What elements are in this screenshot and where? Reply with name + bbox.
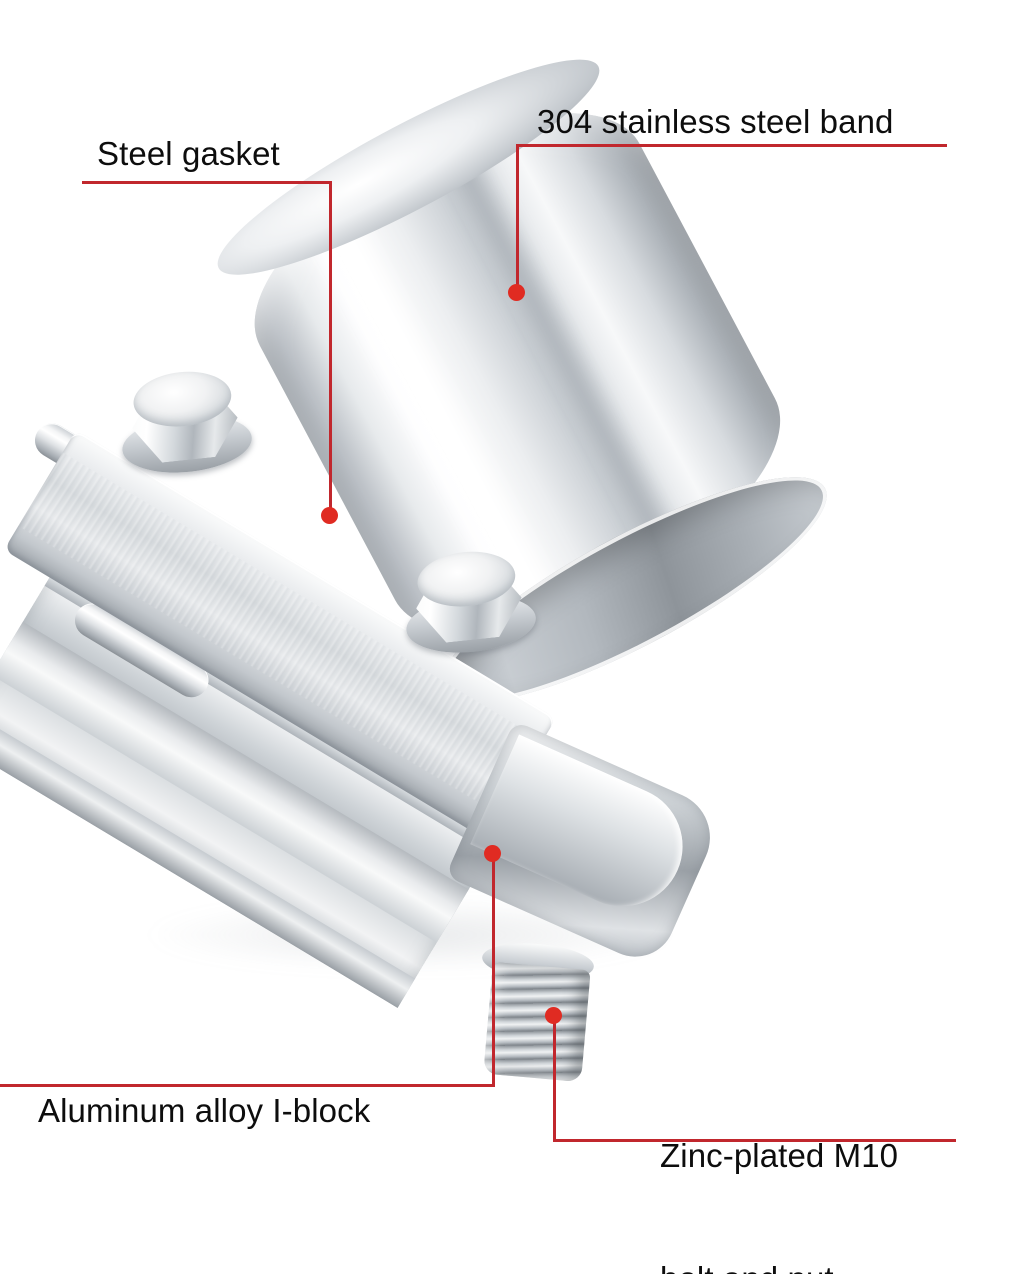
clamp-saddle-lip (470, 734, 702, 926)
i-block-top-flange (44, 560, 506, 854)
leader-line-iblock-vertical (492, 853, 495, 1087)
callout-dot-gasket (321, 507, 338, 524)
callout-label-bolt: Zinc-plated M10 bolt and nut (660, 1053, 898, 1274)
callout-dot-band (508, 284, 525, 301)
i-block-web (0, 621, 469, 943)
callout-label-bolt-line2: bolt and nut (660, 1258, 898, 1274)
hex-nut-flange (403, 589, 539, 659)
hex-nut-top-face (130, 367, 234, 432)
leader-line-band-vertical (516, 144, 519, 286)
threaded-bolt-end (483, 961, 591, 1083)
callout-label-gasket: Steel gasket (97, 135, 280, 172)
leader-line-bolt-horizontal (553, 1139, 956, 1142)
hex-nut-body (412, 561, 525, 646)
hex-nut-top-face (414, 547, 518, 612)
steel-gasket-plate (3, 430, 557, 839)
ground-shadow (150, 900, 670, 970)
clamp-saddle (445, 720, 725, 970)
i-block-rod-lower (68, 597, 215, 704)
callout-dot-bolt (545, 1007, 562, 1024)
leader-line-bolt-vertical (553, 1015, 556, 1142)
leader-line-gasket-vertical (329, 181, 332, 510)
hex-nut-upper (119, 366, 255, 482)
callout-dot-iblock (484, 845, 501, 862)
leader-line-gasket-horizontal (82, 181, 332, 184)
leader-line-iblock-horizontal (0, 1084, 495, 1087)
hex-nut-body (128, 381, 241, 466)
callout-label-band: 304 stainless steel band (537, 103, 894, 140)
bolt-collar (480, 939, 596, 985)
sleeve-highlight (293, 193, 577, 641)
hex-nut-lower (403, 546, 539, 662)
i-block-rod-upper (28, 417, 175, 524)
sleeve-shadow-band (425, 128, 693, 568)
gasket-plate-grain (18, 452, 543, 815)
callout-label-iblock: Aluminum alloy I-block (38, 1092, 371, 1129)
callout-label-bolt-line1: Zinc-plated M10 (660, 1137, 899, 1174)
i-block-bottom-flange (0, 710, 416, 1008)
aluminum-i-block (0, 560, 506, 1008)
leader-line-band-horizontal (516, 144, 947, 147)
sleeve-open-mouth (415, 439, 851, 741)
hex-nut-flange (119, 409, 255, 479)
